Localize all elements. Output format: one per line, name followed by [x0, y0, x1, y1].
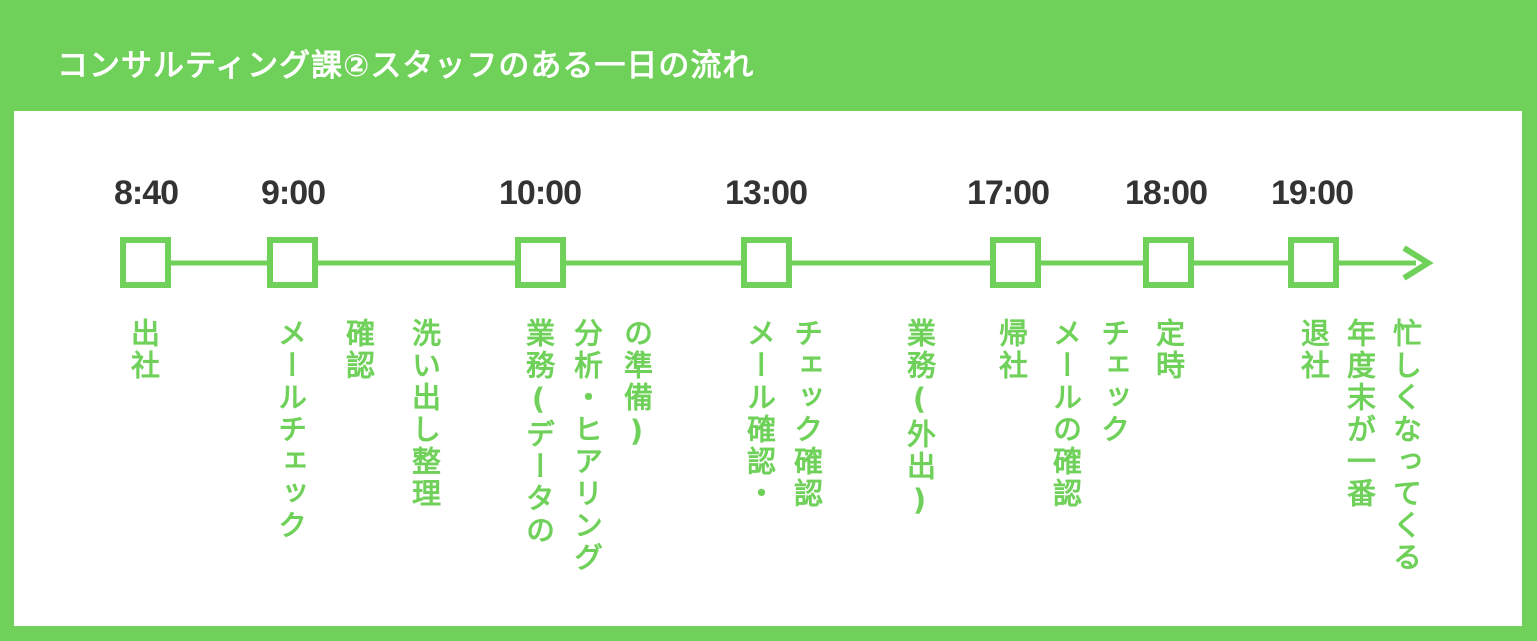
time-label-1900: 19:00	[1271, 174, 1354, 212]
timeline-marker	[267, 237, 318, 288]
note-work-outside: 業務(外出)	[902, 318, 937, 520]
note-organize: 洗い出し整理	[407, 318, 442, 510]
timeline-marker	[741, 237, 792, 288]
timeline-marker	[120, 237, 171, 288]
time-label-0840: 8:40	[113, 174, 179, 212]
timeline-marker	[1143, 237, 1194, 288]
note-closing-time: 定時	[1151, 318, 1186, 382]
note-check: チェック	[1096, 318, 1131, 446]
time-label-0900: 9:00	[260, 174, 326, 212]
note-busiest: 忙しくなってくる	[1388, 318, 1423, 574]
diagram-title: コンサルティング課②スタッフのある一日の流れ	[57, 48, 755, 84]
time-label-1800: 18:00	[1125, 174, 1208, 212]
note-analysis-hearing: 分析・ヒアリング	[569, 318, 604, 574]
note-mail-check: メールチェック	[273, 318, 308, 542]
time-label-1000: 10:00	[499, 174, 582, 212]
note-preparation: の準備)	[619, 318, 654, 451]
note-confirm: 確認	[341, 318, 376, 382]
note-mail-confirm-2: メールの確認	[1048, 318, 1083, 510]
note-return: 帰社	[994, 318, 1029, 382]
timeline-marker	[990, 237, 1041, 288]
timeline-arrowhead	[1402, 245, 1434, 281]
note-check-confirm: チェック確認	[789, 318, 824, 510]
time-label-1300: 13:00	[725, 174, 808, 212]
note-work-data: 業務(データの	[521, 318, 556, 547]
timeline-marker	[1288, 237, 1339, 288]
time-label-1700: 17:00	[967, 174, 1050, 212]
note-mail-confirm: メール確認・	[742, 318, 777, 510]
timeline-marker	[515, 237, 566, 288]
note-fiscal-year-end: 年度末が一番	[1342, 318, 1377, 510]
note-arrival: 出社	[126, 318, 161, 382]
content-panel	[14, 111, 1522, 626]
note-leave: 退社	[1296, 318, 1331, 382]
